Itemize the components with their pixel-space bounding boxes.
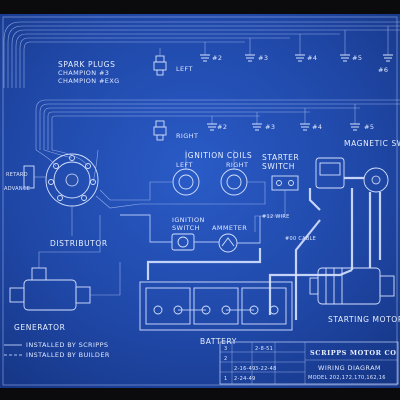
no00-cable-label: #00 CABLE xyxy=(285,236,316,242)
retard-label: RETARD xyxy=(6,172,28,178)
company-name: SCRIPPS MOTOR CO xyxy=(310,349,397,357)
drawing-title: WIRING DIAGRAM xyxy=(318,364,381,372)
coil-right-label: RIGHT xyxy=(226,161,248,169)
right-plug-label: RIGHT xyxy=(176,132,198,140)
line-legend xyxy=(4,344,22,356)
battery-label: BATTERY xyxy=(200,337,237,346)
spark-plugs-title: SPARK PLUGS xyxy=(58,60,115,69)
distributor xyxy=(23,149,99,207)
title-block xyxy=(219,341,399,385)
revision-mark-1: 3 xyxy=(224,346,227,352)
upper-spark-plugs xyxy=(200,54,393,62)
revision-mark-3: 1 xyxy=(224,376,227,382)
revision-date-2: 2-16-49 xyxy=(234,366,256,372)
plug-number-top-5: #6 xyxy=(378,66,388,74)
revision-mark-2: 2 xyxy=(224,356,227,362)
magnetic-switch-label: MAGNETIC SW xyxy=(344,139,400,148)
starter-switch-label-2: SWITCH xyxy=(262,162,295,171)
plug-number-top-3: #4 xyxy=(307,54,317,62)
plug-number-top-4: #5 xyxy=(352,54,362,62)
plug-number-mid-4: #5 xyxy=(364,123,374,131)
spark-plugs-champion-exg: CHAMPION #EXG xyxy=(58,77,120,85)
coil-left-label: LEFT xyxy=(176,161,193,169)
spark-plugs-champion-3: CHAMPION #3 xyxy=(58,69,109,77)
middle-plug-harness xyxy=(35,99,400,150)
left-plug-label: LEFT xyxy=(176,65,193,73)
legend-installed-by-scripps: INSTALLED BY SCRIPPS xyxy=(26,341,108,349)
no12-wire-label: #12 WIRE xyxy=(262,214,290,220)
plug-number-top-1: #2 xyxy=(212,54,222,62)
advance-label: ADVANCE xyxy=(4,186,30,192)
starter-switch xyxy=(254,175,299,232)
distributor-label: DISTRIBUTOR xyxy=(50,239,108,248)
generator xyxy=(9,215,121,311)
plug-number-mid-2: #3 xyxy=(265,123,275,131)
upper-plug-harness xyxy=(3,21,400,88)
blueprint-sheet xyxy=(0,14,400,388)
generator-label: GENERATOR xyxy=(14,323,65,332)
drawing-model: MODEL 202,172,170,162,16 xyxy=(308,375,386,381)
plug-number-mid-1: #2 xyxy=(217,123,227,131)
right-spark-plug xyxy=(153,120,167,141)
ignition-switch-label-1: IGNITION xyxy=(172,216,205,224)
starting-motor-label: STARTING MOTOR xyxy=(328,315,400,324)
legend-installed-by-builder: INSTALLED BY BUILDER xyxy=(26,351,110,359)
revision-date-1: 2-8-51 xyxy=(255,346,273,352)
middle-spark-plugs xyxy=(207,123,360,131)
plug-number-top-2: #3 xyxy=(258,54,268,62)
battery xyxy=(139,281,293,331)
ignition-coils-label: IGNITION COILS xyxy=(185,151,252,160)
starter-switch-label-1: STARTER xyxy=(262,153,299,162)
revision-date-3: 3-22-48 xyxy=(255,366,277,372)
revision-date-4: 2-24-49 xyxy=(234,376,256,382)
battery-cables xyxy=(146,219,353,320)
plug-number-mid-3: #4 xyxy=(312,123,322,131)
ammeter-label: AMMETER xyxy=(212,224,247,232)
ignition-switch-label-2: SWITCH xyxy=(172,224,200,232)
starting-motor xyxy=(309,267,395,305)
left-spark-plug xyxy=(153,48,167,76)
magnetic-switch xyxy=(308,157,389,270)
ignition-coils xyxy=(95,150,266,209)
